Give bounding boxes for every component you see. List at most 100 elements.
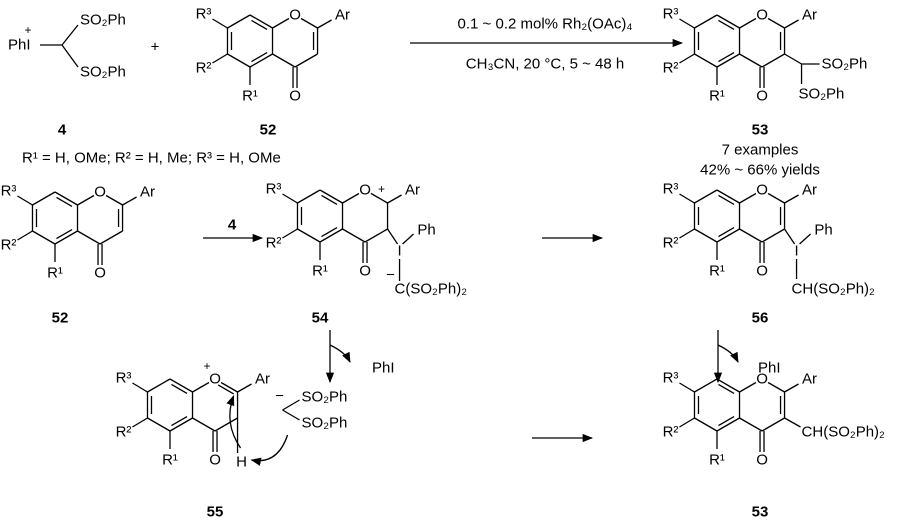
- bond: [342, 192, 360, 204]
- sulfonyl-label: SO₂Ph: [302, 389, 348, 406]
- double-bond: [718, 383, 735, 395]
- phi-byproduct: PhI: [758, 360, 781, 377]
- compound-number-54: 54: [312, 310, 329, 327]
- r3-label: R³: [266, 181, 282, 198]
- bond: [679, 53, 695, 64]
- r1-label: R¹: [709, 263, 725, 280]
- double-bond: [718, 51, 735, 63]
- aryl-label: Ar: [255, 371, 270, 388]
- ring-oxygen: O: [756, 371, 768, 388]
- bond: [739, 417, 763, 432]
- bond: [784, 417, 801, 428]
- bond: [99, 230, 123, 245]
- bond: [387, 194, 402, 204]
- r1-label: R¹: [162, 452, 178, 469]
- double-bond: [321, 226, 338, 238]
- double-bond: [251, 51, 268, 63]
- aryl-label: Ar: [802, 371, 817, 388]
- sulfonyl-label: SO₂Ph: [799, 86, 845, 103]
- bond: [294, 53, 318, 68]
- bond: [17, 195, 33, 206]
- carbanion-charge: −: [275, 388, 284, 405]
- bond: [212, 18, 228, 29]
- bond: [767, 17, 785, 29]
- double-bond: [718, 19, 735, 31]
- double-bond: [217, 384, 235, 395]
- bond: [169, 378, 193, 393]
- double-bond: [251, 19, 268, 31]
- bond: [54, 191, 78, 206]
- phi-loss-arrow: [717, 344, 739, 363]
- ring-oxygen: O: [756, 182, 768, 199]
- r3-label: R³: [663, 181, 679, 198]
- carbonyl-oxygen: O: [94, 265, 106, 282]
- iodine-label: I: [794, 243, 798, 260]
- carbocation-charge: +: [378, 182, 385, 196]
- double-bond: [321, 194, 338, 206]
- iodine-label: I: [397, 243, 401, 260]
- phi-byproduct: PhI: [372, 360, 395, 377]
- bond: [739, 53, 763, 68]
- bond: [799, 233, 811, 245]
- sulfonyl-label: SO₂Ph: [302, 415, 348, 432]
- carbonyl-oxygen: O: [756, 88, 768, 105]
- bond: [679, 382, 695, 393]
- bond: [77, 194, 95, 206]
- carbonyl-oxygen: O: [756, 263, 768, 280]
- r2-label: R²: [116, 424, 132, 441]
- bond: [364, 228, 388, 243]
- bond: [716, 378, 740, 393]
- sulfonyl-label: SO₂Ph: [822, 56, 868, 73]
- ring-oxygen: O: [94, 184, 106, 201]
- compound-number-55: 55: [207, 504, 224, 521]
- double-bond: [718, 194, 735, 206]
- bond: [192, 381, 210, 393]
- sulfonyl-label: SO₂Ph: [80, 64, 126, 81]
- bond: [282, 399, 300, 411]
- ch-bis-sulfonyl-label: CH(SO₂Ph)₂: [792, 281, 875, 298]
- bond: [212, 53, 228, 64]
- bond: [192, 417, 216, 432]
- r2-label: R²: [663, 424, 679, 441]
- compound-number-52: 52: [52, 310, 69, 327]
- bond: [679, 193, 695, 204]
- bond: [214, 417, 238, 432]
- r3-label: R³: [663, 6, 679, 23]
- bond: [767, 381, 785, 393]
- ring-oxygen: O: [209, 371, 221, 388]
- bond: [227, 14, 251, 29]
- bond: [739, 17, 757, 29]
- double-bond: [56, 228, 73, 240]
- ch-bis-sulfonyl-label: CH(SO₂Ph)₂: [802, 424, 885, 441]
- compound-number-4: 4: [58, 122, 67, 139]
- r1-label: R¹: [709, 452, 725, 469]
- bond: [716, 228, 740, 243]
- bond: [132, 417, 148, 428]
- conditions-catalyst: 0.1 ~ 0.2 mol% Rh₂(OAc)₄: [458, 16, 633, 33]
- iodonium-charge: +: [24, 23, 31, 37]
- bond: [54, 230, 78, 245]
- bond: [694, 189, 718, 204]
- compound-number-53: 53: [752, 504, 769, 521]
- hydrogen-label: H: [236, 454, 247, 471]
- r3-label: R³: [116, 370, 132, 387]
- bond: [784, 19, 799, 29]
- r3-label: R³: [1, 183, 17, 200]
- bond: [694, 417, 718, 432]
- bond: [761, 228, 785, 243]
- aryl-label: Ar: [335, 7, 350, 24]
- bond: [784, 53, 802, 65]
- double-bond: [718, 415, 735, 427]
- bond: [105, 194, 123, 206]
- bond: [784, 194, 799, 204]
- carbanion-charge: −: [386, 267, 395, 284]
- bond: [272, 53, 296, 68]
- bond: [739, 228, 763, 243]
- bond: [767, 192, 785, 204]
- phenyl-label: Ph: [814, 222, 832, 239]
- bond: [169, 417, 193, 432]
- r2-label: R²: [1, 237, 17, 254]
- bond: [679, 417, 695, 428]
- double-bond: [171, 415, 188, 427]
